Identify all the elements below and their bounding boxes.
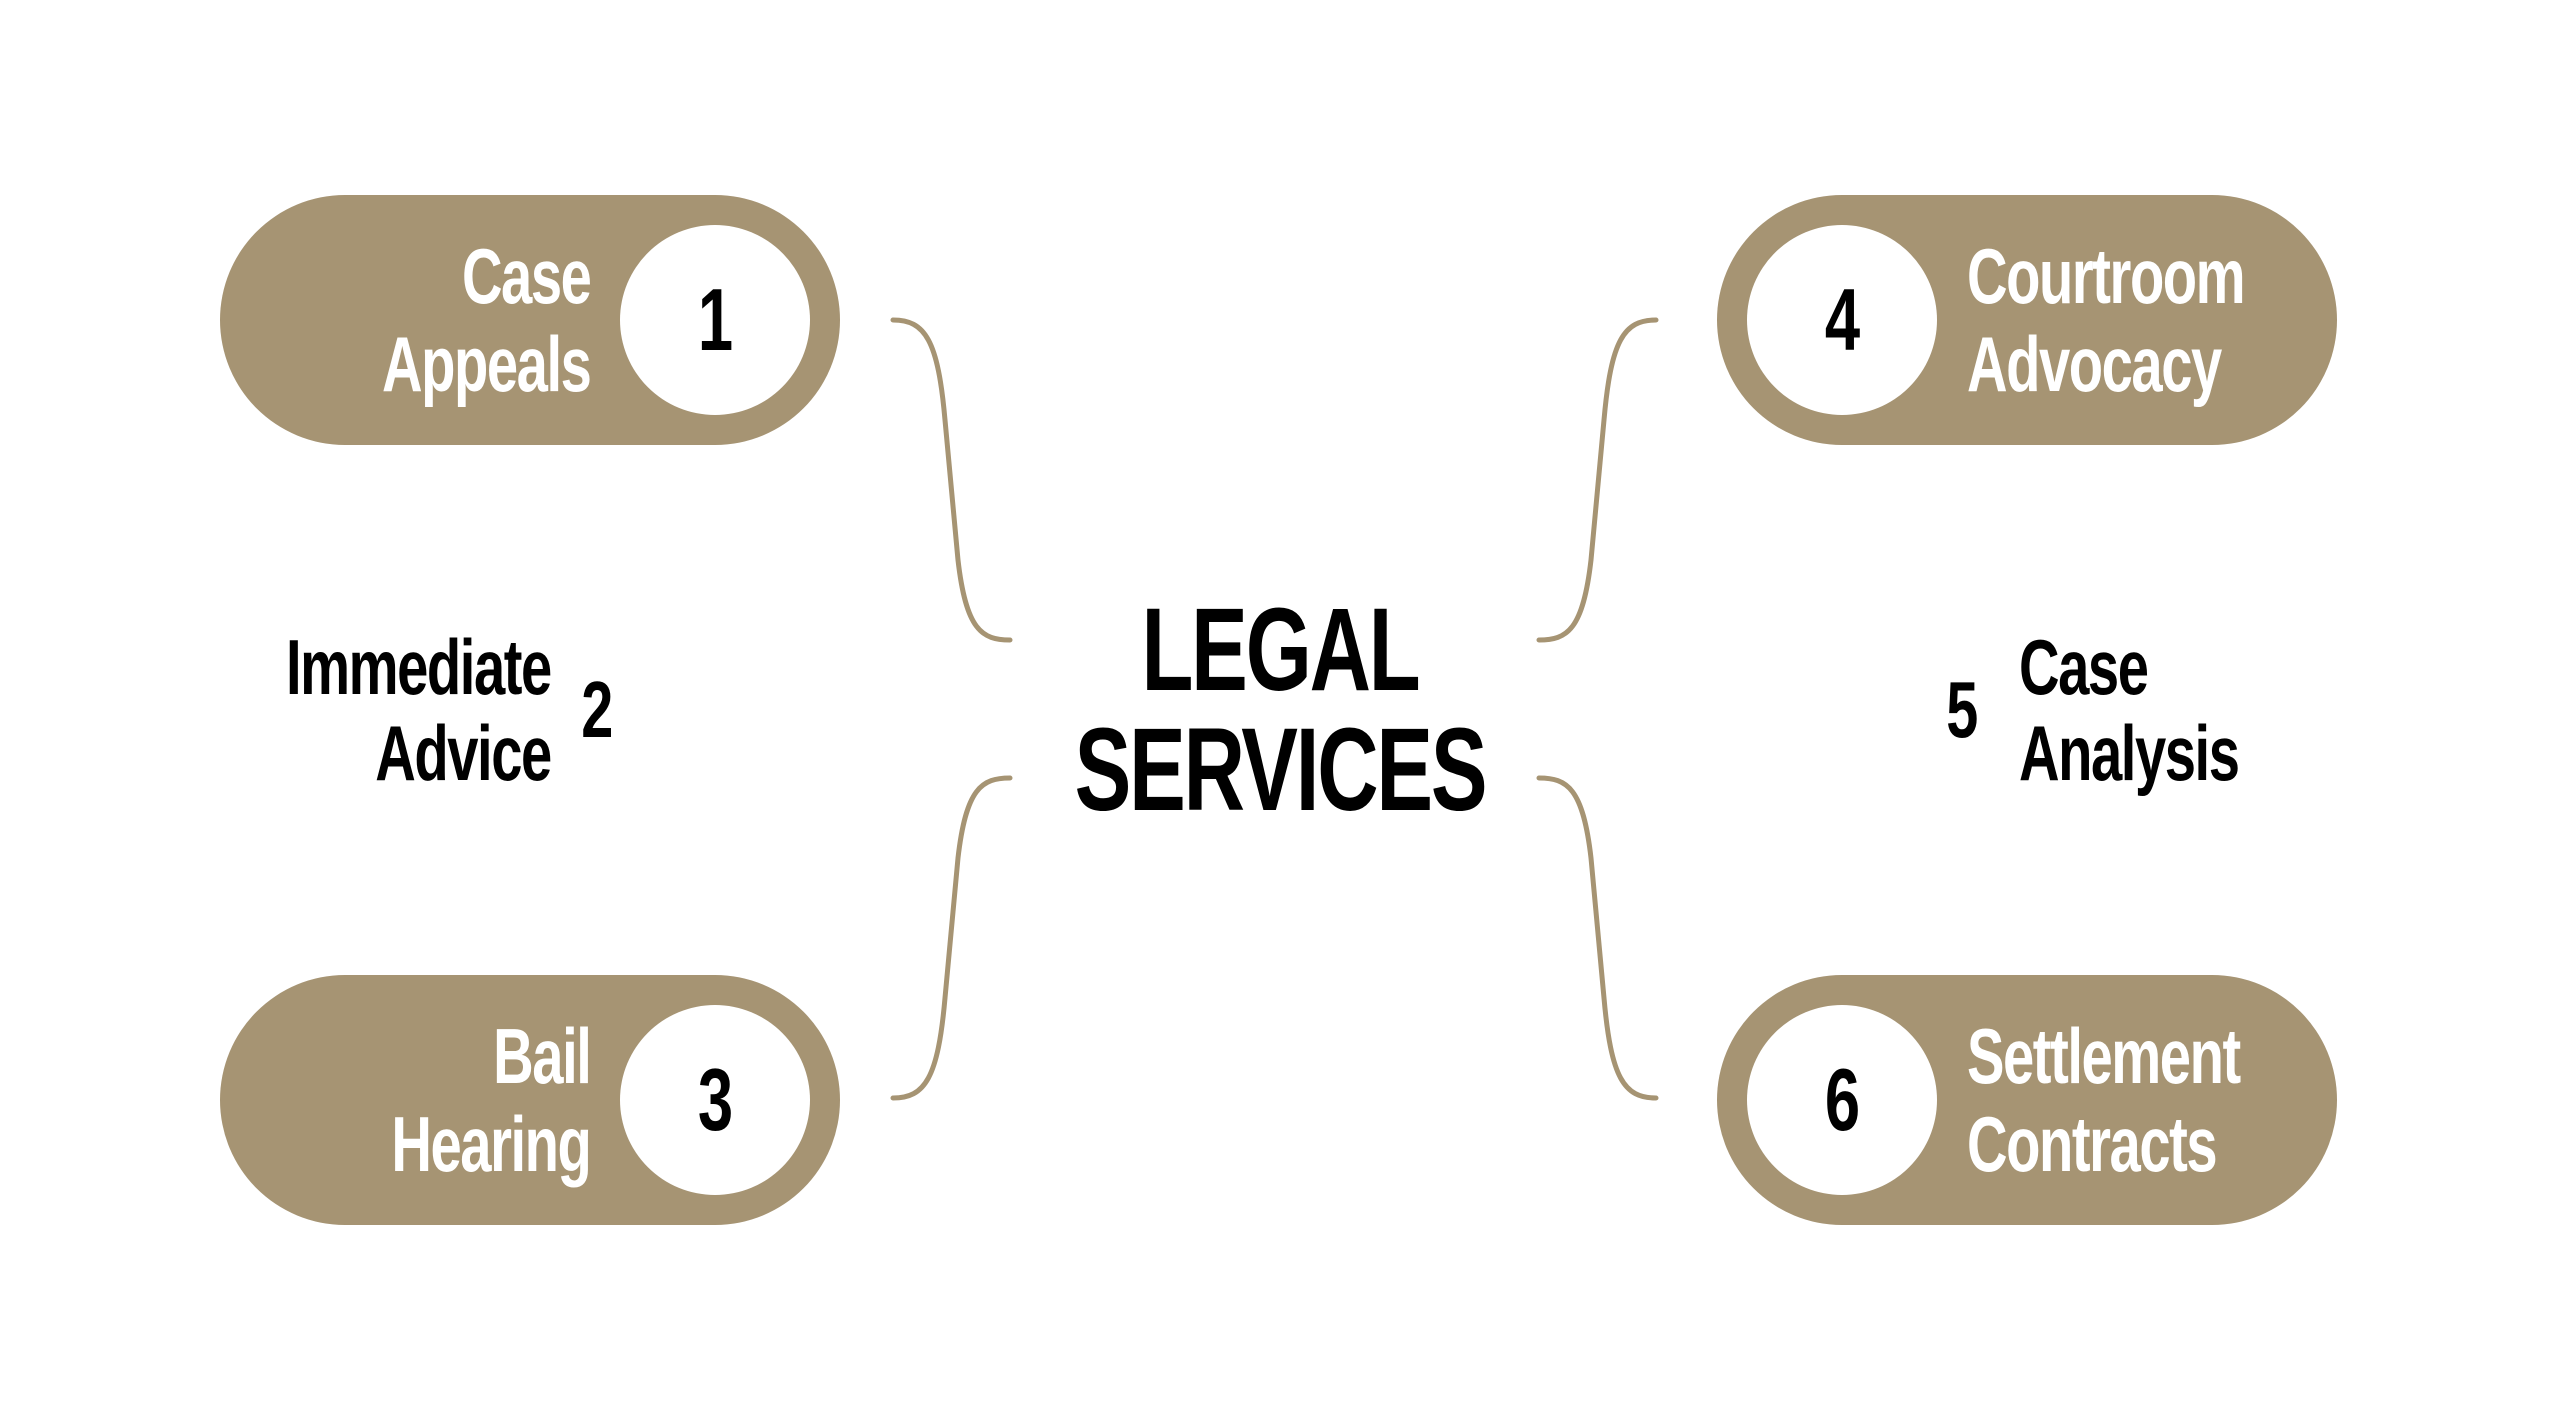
item-3-number: 3: [697, 1050, 733, 1149]
item-5-number: 5: [1946, 665, 1979, 754]
item-3-label-line2: Hearing: [390, 1100, 591, 1188]
item-1-number: 1: [697, 270, 733, 369]
item-2-label: Immediate Advice: [285, 623, 552, 797]
item-3-label: Bail Hearing: [390, 975, 592, 1225]
item-4-number-circle: 4: [1747, 225, 1937, 415]
item-5-label-line2: Analysis: [2018, 709, 2240, 797]
item-4-label: Courtroom Advocacy: [1967, 195, 2246, 445]
connector-to-item-3: [890, 775, 1013, 1101]
item-2-label-line1: Immediate: [285, 623, 552, 711]
item-1-label-line2: Appeals: [381, 320, 592, 408]
item-6-label-line1: Settlement: [1967, 1012, 2241, 1100]
item-5-label-line1: Case: [2018, 623, 2149, 711]
connector-to-item-6: [1536, 775, 1659, 1101]
item-6-number-circle: 6: [1747, 1005, 1937, 1195]
item-4-pill: 4 Courtroom Advocacy: [1717, 195, 2337, 445]
item-5-group: 5 Case Analysis: [1940, 600, 2323, 820]
item-1-pill: Case Appeals 1: [220, 195, 840, 445]
center-title-line2: SERVICES: [1074, 704, 1488, 836]
item-3-label-line1: Bail: [492, 1012, 592, 1100]
item-6-number: 6: [1824, 1050, 1860, 1149]
center-title-line1: LEGAL: [1141, 584, 1420, 716]
connector-to-item-1: [890, 317, 1013, 643]
center-title: LEGAL SERVICES: [1075, 560, 1488, 860]
connector-to-item-4: [1536, 317, 1659, 643]
item-3-number-circle: 3: [620, 1005, 810, 1195]
item-4-number: 4: [1824, 270, 1860, 369]
item-2-label-line2: Advice: [374, 709, 552, 797]
item-1-number-circle: 1: [620, 225, 810, 415]
item-6-pill: 6 Settlement Contracts: [1717, 975, 2337, 1225]
item-4-label-line2: Advocacy: [1967, 320, 2222, 408]
item-4-label-line1: Courtroom: [1967, 232, 2246, 320]
item-2-group: Immediate Advice 2: [183, 600, 619, 820]
item-3-pill: Bail Hearing 3: [220, 975, 840, 1225]
item-1-label: Case Appeals: [381, 195, 592, 445]
item-1-label-line1: Case: [461, 232, 592, 320]
item-2-number: 2: [580, 665, 613, 754]
item-5-label: Case Analysis: [2018, 623, 2240, 797]
item-6-label-line2: Contracts: [1967, 1100, 2218, 1188]
item-6-label: Settlement Contracts: [1967, 975, 2241, 1225]
